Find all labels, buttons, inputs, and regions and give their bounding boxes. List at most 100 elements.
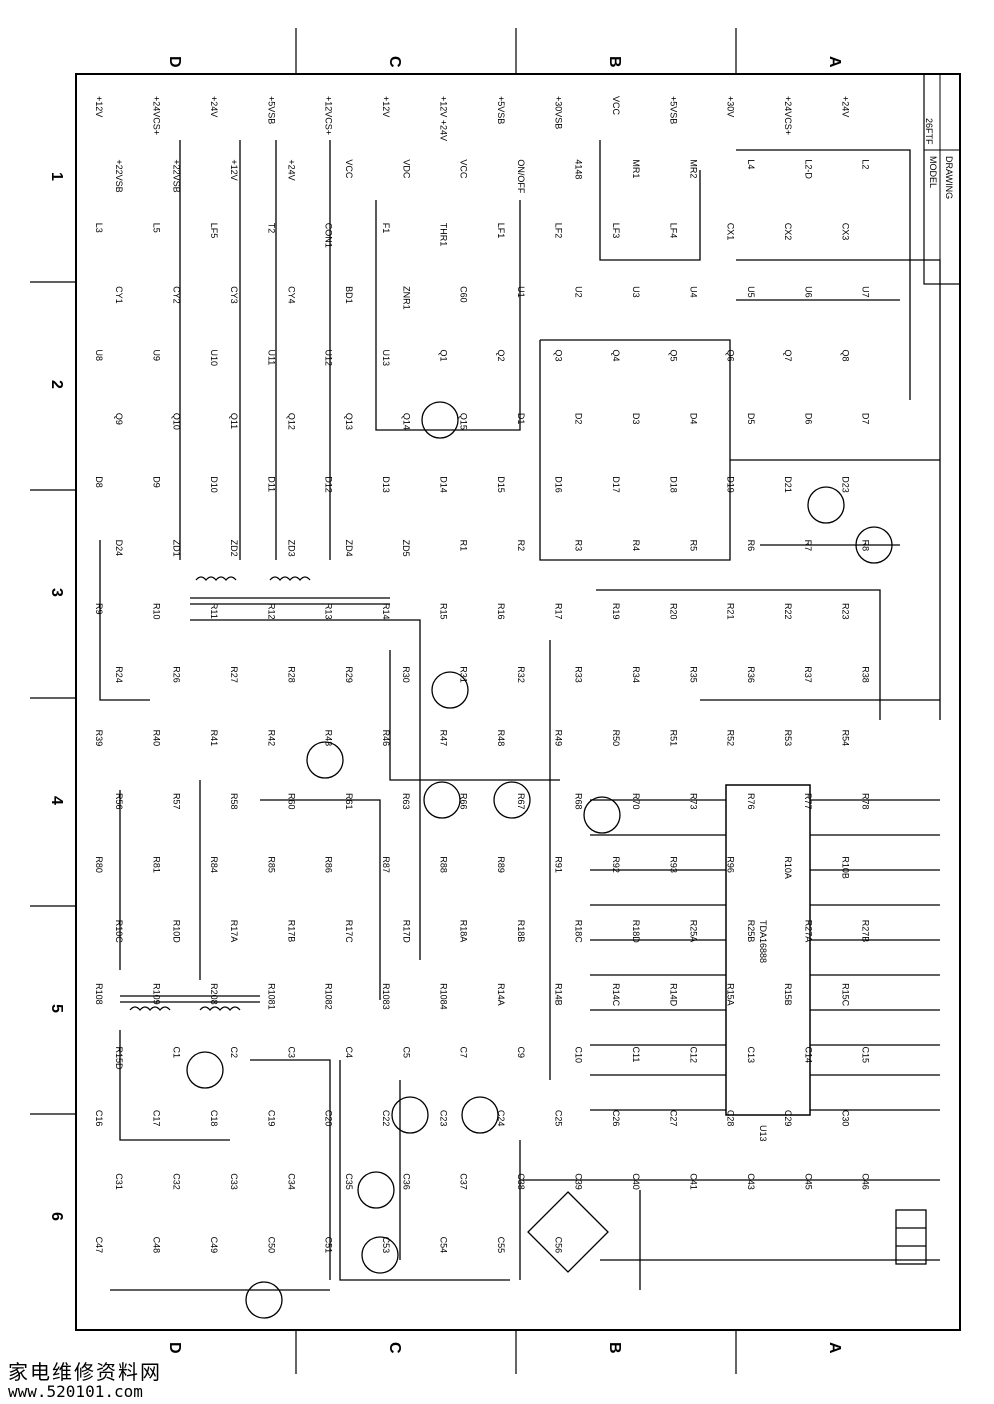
component-label: +12V bbox=[94, 96, 104, 117]
watermark-url: www.520101.com bbox=[8, 1382, 143, 1401]
connector-con1 bbox=[895, 1209, 927, 1265]
component-label: CX3 bbox=[841, 223, 851, 241]
component-label: +12V bbox=[381, 96, 391, 117]
component-label: R6 bbox=[746, 540, 756, 552]
component-label: R10A bbox=[783, 856, 793, 879]
component-label: C16 bbox=[94, 1110, 104, 1127]
component-label: Q9 bbox=[114, 413, 124, 425]
component-label: +5VSB bbox=[496, 96, 506, 124]
component-label: R81 bbox=[151, 856, 161, 873]
component-label: R35 bbox=[688, 666, 698, 683]
component-label: R54 bbox=[841, 730, 851, 747]
component-label: +12VCS+ bbox=[324, 96, 334, 135]
component-label: U12 bbox=[324, 349, 334, 366]
component-label: C4 bbox=[344, 1047, 354, 1059]
component-label: R17D bbox=[401, 920, 411, 944]
component-label: R16 bbox=[496, 603, 506, 620]
component-label: MR2 bbox=[688, 159, 698, 178]
component-label: D16 bbox=[553, 476, 563, 493]
component-label: Q1 bbox=[439, 349, 449, 361]
component-label: R1081 bbox=[266, 983, 276, 1010]
component-label: U9 bbox=[151, 349, 161, 361]
component-label: LF3 bbox=[611, 223, 621, 239]
circuit-wiring bbox=[99, 140, 941, 1291]
component-label: D2 bbox=[574, 413, 584, 425]
component-label: CY4 bbox=[286, 286, 296, 304]
component-label: ZD3 bbox=[286, 540, 296, 557]
component-label: R37 bbox=[803, 666, 813, 683]
component-label: T2 bbox=[266, 223, 276, 234]
component-label: C27 bbox=[668, 1110, 678, 1127]
component-label: Q6 bbox=[726, 349, 736, 361]
zone-dividers bbox=[30, 28, 737, 1374]
component-label: D21 bbox=[783, 476, 793, 493]
component-label: R27B bbox=[861, 920, 871, 943]
component-label: CY3 bbox=[229, 286, 239, 304]
component-label: R14D bbox=[668, 983, 678, 1007]
component-label: R10 bbox=[151, 603, 161, 620]
component-label: U4 bbox=[688, 286, 698, 298]
component-label: C45 bbox=[803, 1173, 813, 1190]
component-label: +5VSB bbox=[266, 96, 276, 124]
component-label: +30VSB bbox=[553, 96, 563, 129]
component-label: C47 bbox=[94, 1237, 104, 1254]
component-label: C36 bbox=[401, 1173, 411, 1190]
component-label: R39 bbox=[94, 730, 104, 747]
transformer-symbols bbox=[120, 576, 390, 1012]
border-frame bbox=[75, 73, 961, 1331]
component-label: D1 bbox=[516, 413, 526, 425]
row-4: 4 bbox=[48, 796, 65, 805]
component-label: VCC bbox=[344, 159, 354, 179]
component-label: Q14 bbox=[401, 413, 411, 430]
component-label: Q7 bbox=[783, 349, 793, 361]
component-label: D19 bbox=[726, 476, 736, 493]
component-label: R7 bbox=[803, 540, 813, 552]
component-label: C11 bbox=[631, 1047, 641, 1063]
component-label: C12 bbox=[688, 1047, 698, 1064]
component-label: R15D bbox=[114, 1047, 124, 1071]
model-label: MODEL bbox=[928, 156, 938, 188]
component-label: R68 bbox=[574, 793, 584, 810]
component-label: U10 bbox=[209, 349, 219, 366]
component-label: C18 bbox=[209, 1110, 219, 1127]
component-label: L2 bbox=[861, 159, 871, 169]
component-label: L2-D bbox=[803, 159, 813, 179]
component-label: VCC bbox=[611, 96, 621, 116]
component-label: VCC bbox=[459, 159, 469, 179]
ic-reference: U13 bbox=[758, 1125, 768, 1142]
component-label: R47 bbox=[439, 730, 449, 747]
row-3: 3 bbox=[48, 588, 65, 597]
component-label: R25A bbox=[688, 920, 698, 943]
component-label: C37 bbox=[459, 1173, 469, 1190]
component-label: R93 bbox=[668, 856, 678, 873]
component-label: C53 bbox=[381, 1237, 391, 1254]
component-label: R36 bbox=[746, 666, 756, 683]
component-label: LF1 bbox=[496, 223, 506, 239]
zone-bottom-d: D bbox=[166, 1342, 183, 1354]
component-label: C13 bbox=[746, 1047, 756, 1064]
component-label: C40 bbox=[631, 1173, 641, 1190]
watermark-site-name: 家电维修资料网 bbox=[8, 1360, 162, 1384]
component-label: L5 bbox=[151, 223, 161, 233]
component-label: +30V bbox=[726, 96, 736, 117]
component-label: C46 bbox=[861, 1173, 871, 1190]
component-label: CX1 bbox=[726, 223, 736, 241]
component-label: THR1 bbox=[439, 223, 449, 247]
component-label: R15B bbox=[783, 983, 793, 1006]
component-label: +22VSB bbox=[114, 159, 124, 192]
component-label: R17B bbox=[286, 920, 296, 943]
component-label: R80 bbox=[94, 856, 104, 873]
component-label: C5 bbox=[401, 1047, 411, 1059]
component-label: R46 bbox=[381, 730, 391, 747]
component-label: C50 bbox=[266, 1237, 276, 1254]
component-label: C55 bbox=[496, 1237, 506, 1254]
component-label: R42 bbox=[266, 730, 276, 747]
component-label: R22 bbox=[783, 603, 793, 620]
component-label: R88 bbox=[439, 856, 449, 873]
component-label: D12 bbox=[324, 476, 334, 493]
drawing-number: 26FTF bbox=[924, 118, 934, 145]
component-label: ON/OFF bbox=[516, 159, 526, 193]
component-label: U3 bbox=[631, 286, 641, 298]
component-label: R66 bbox=[459, 793, 469, 810]
